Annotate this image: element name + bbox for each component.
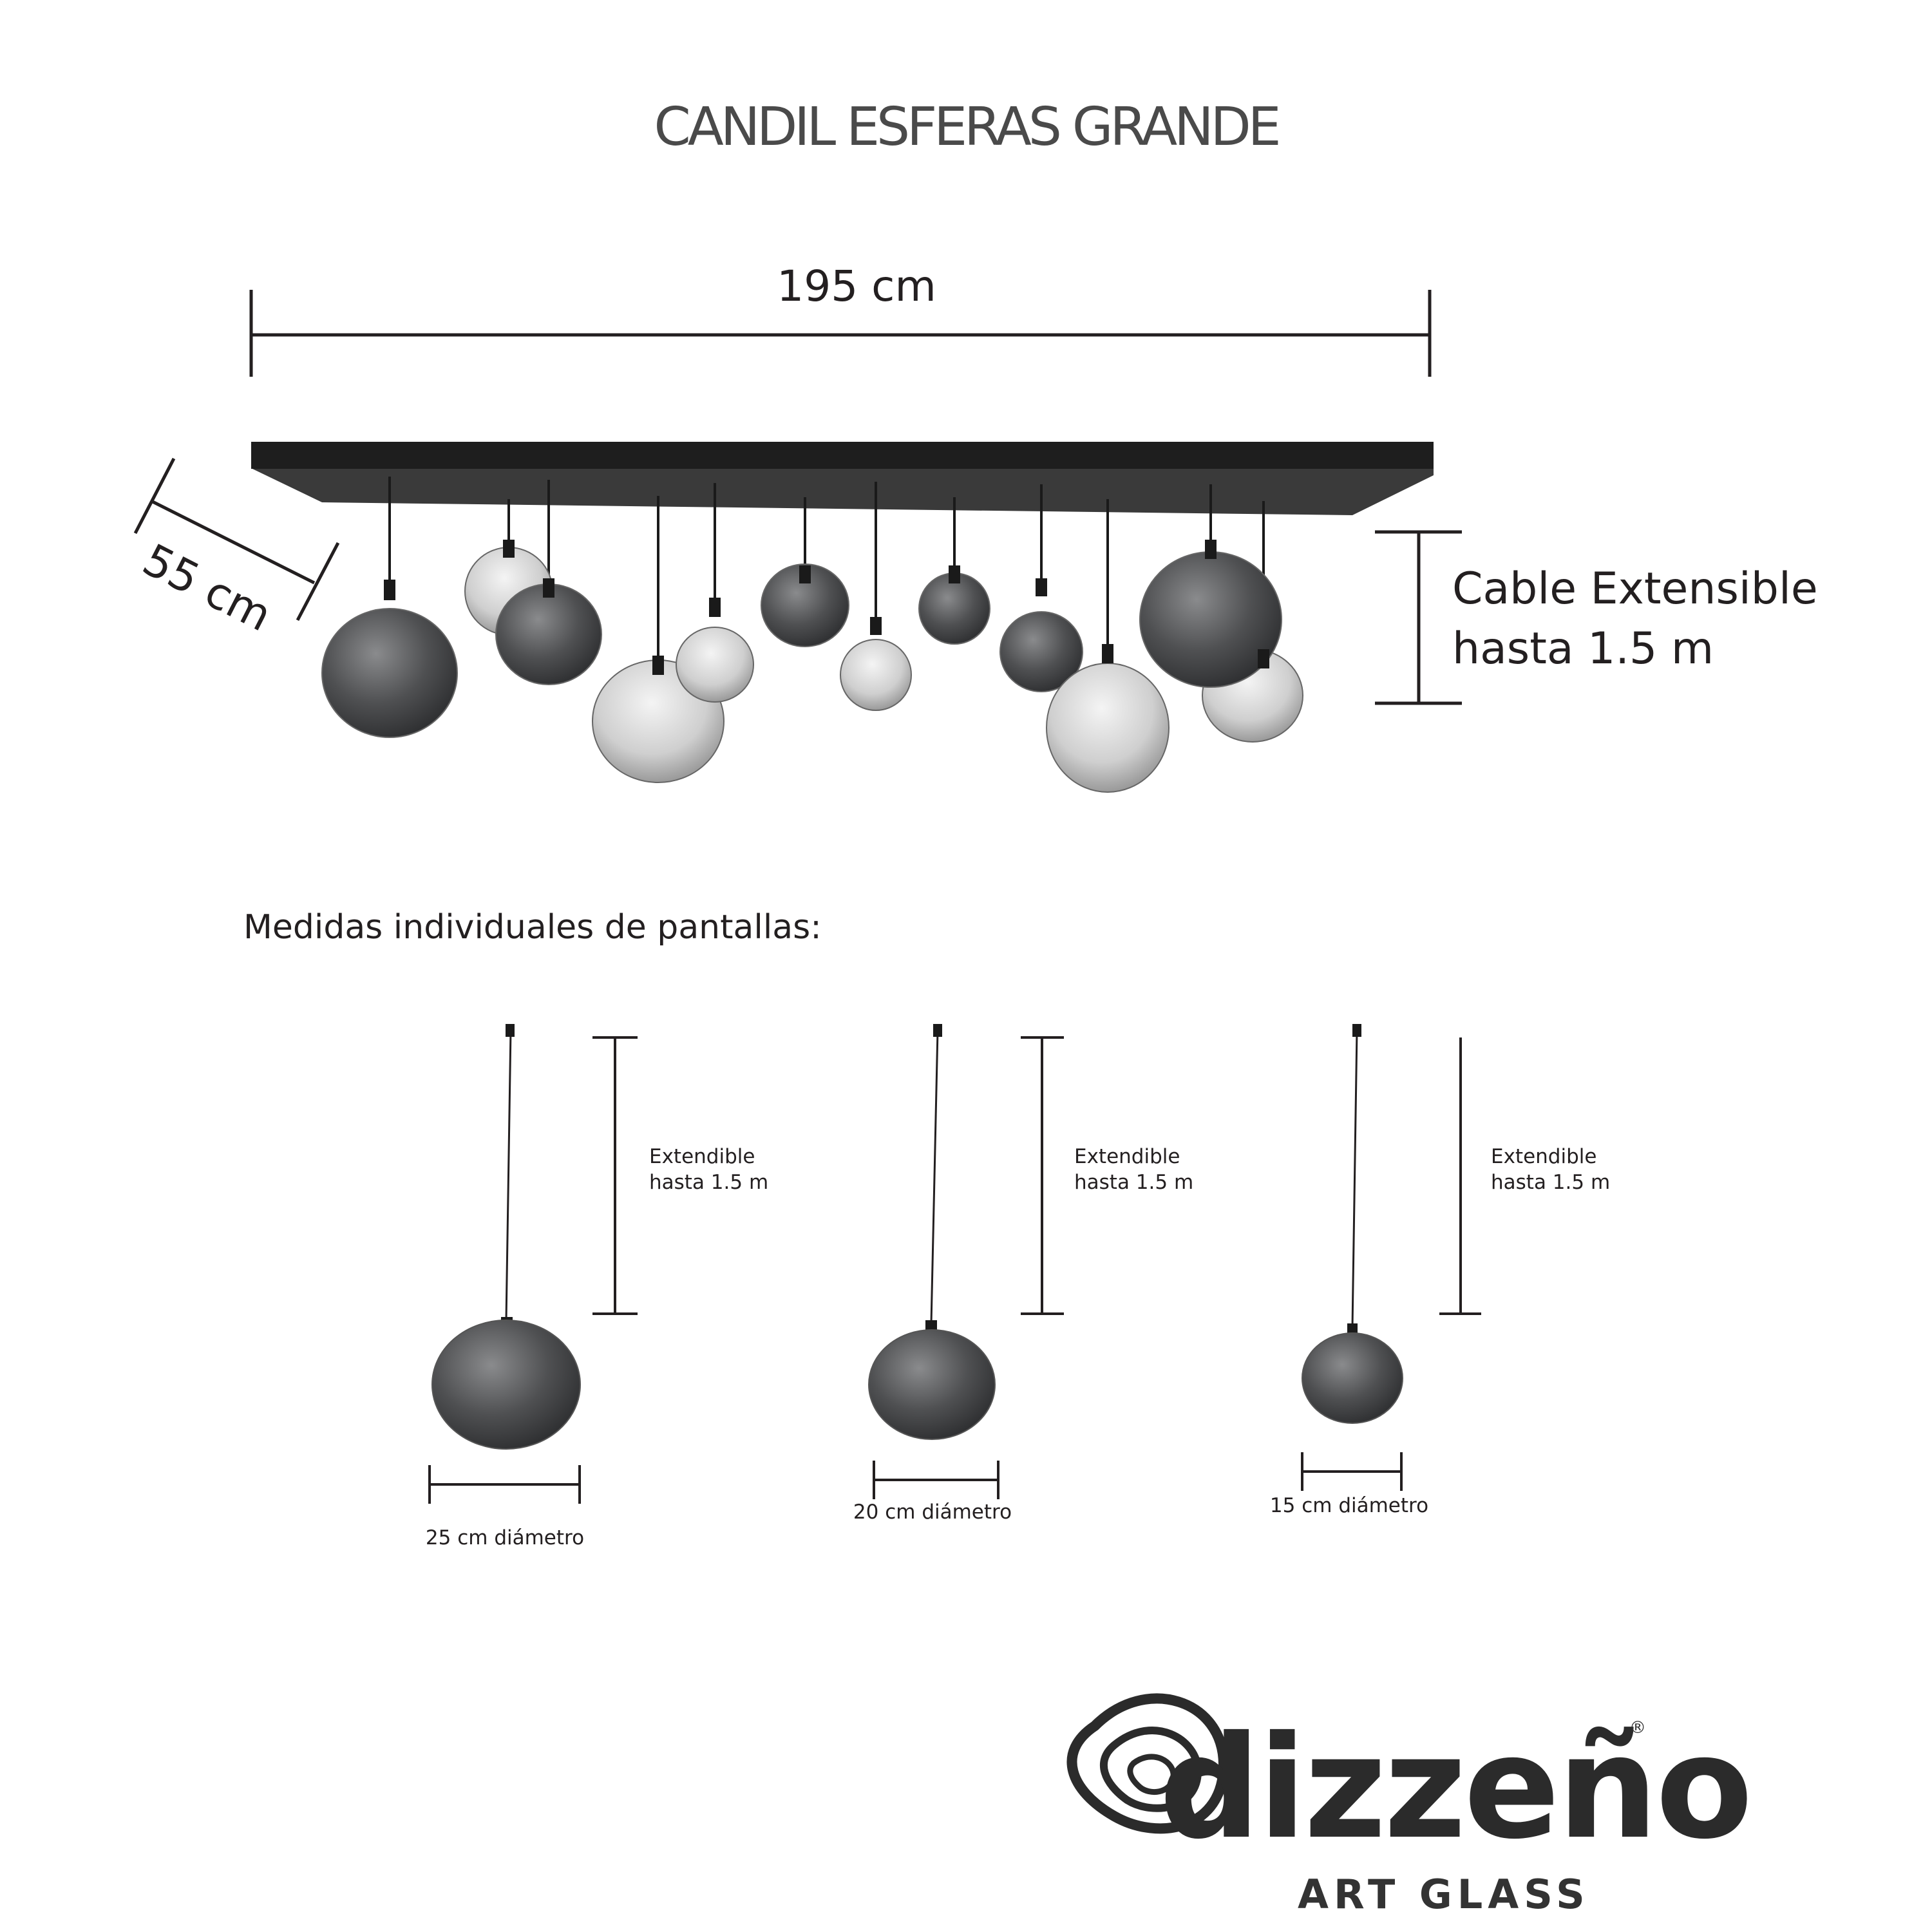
pendant-1-ext-line2: hasta 1.5 m bbox=[649, 1171, 769, 1194]
globe-clear-5 bbox=[1046, 663, 1170, 793]
ceiling-board bbox=[251, 442, 1434, 515]
width-dimension bbox=[249, 290, 1432, 377]
width-label: 195 cm bbox=[777, 261, 936, 311]
cable-label-line1: Cable Extensible bbox=[1452, 564, 1818, 614]
individual-pendant-15 bbox=[1301, 1024, 1481, 1491]
pendant-1-ext-line1: Extendible bbox=[649, 1145, 755, 1168]
globe-smoke-3 bbox=[761, 564, 849, 647]
individual-pendant-20 bbox=[868, 1024, 1064, 1499]
cable-label-line2: hasta 1.5 m bbox=[1452, 623, 1714, 674]
brand-swirl-icon bbox=[1066, 1693, 1229, 1834]
pendant-2-diameter: 20 cm diámetro bbox=[853, 1501, 1012, 1524]
pendant-3-ext-line1: Extendible bbox=[1491, 1145, 1597, 1168]
pendant-1-diameter: 25 cm diámetro bbox=[425, 1526, 585, 1549]
globe-smoke-5 bbox=[999, 611, 1083, 692]
pendant-cluster bbox=[388, 477, 1265, 657]
brand-tagline: ART GLASS bbox=[1298, 1871, 1590, 1918]
individual-pendant-25 bbox=[428, 1024, 638, 1504]
product-title: CANDIL ESFERAS GRANDE bbox=[654, 97, 1281, 158]
pendant-2-ext-line1: Extendible bbox=[1074, 1145, 1180, 1168]
cable-dimension bbox=[1375, 530, 1462, 705]
globe-smoke-1 bbox=[321, 608, 458, 738]
globe-clear-3 bbox=[676, 627, 754, 703]
brand-name: dizzeño bbox=[1159, 1705, 1753, 1870]
section-title: Medidas individuales de pantallas: bbox=[243, 908, 822, 947]
pendant-3-ext-line2: hasta 1.5 m bbox=[1491, 1171, 1611, 1194]
depth-dimension bbox=[133, 457, 340, 621]
brand-registered-mark: ® bbox=[1629, 1718, 1646, 1738]
globes bbox=[321, 547, 1303, 793]
pendant-2-ext-line2: hasta 1.5 m bbox=[1074, 1171, 1194, 1194]
globe-smoke-4 bbox=[918, 573, 990, 645]
globe-smoke-2 bbox=[495, 583, 602, 685]
pendant-3-diameter: 15 cm diámetro bbox=[1269, 1494, 1429, 1517]
sockets bbox=[384, 540, 1269, 675]
globe-clear-4 bbox=[840, 639, 912, 711]
